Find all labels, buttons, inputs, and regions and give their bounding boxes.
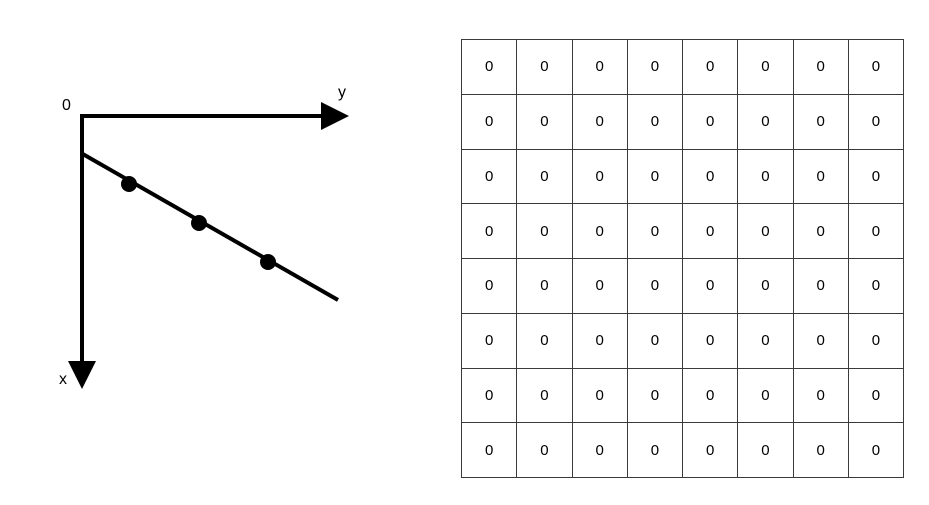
grid-cell: 0 bbox=[460, 258, 518, 314]
grid-cell: 0 bbox=[737, 148, 794, 205]
grid-cell: 0 bbox=[571, 93, 628, 150]
grid-cell: 0 bbox=[460, 148, 518, 205]
axis-diagram-svg bbox=[68, 102, 349, 389]
grid-cell: 0 bbox=[460, 367, 518, 424]
grid-cell: 0 bbox=[626, 312, 684, 369]
grid-cell: 0 bbox=[460, 312, 518, 369]
grid-cell: 0 bbox=[847, 258, 905, 314]
grid-cell: 0 bbox=[626, 203, 684, 259]
grid-cell: 0 bbox=[516, 203, 573, 259]
grid-cell: 0 bbox=[571, 422, 628, 478]
grid-cell: 0 bbox=[681, 148, 739, 205]
grid-cell: 0 bbox=[737, 422, 794, 478]
grid-cell: 0 bbox=[571, 258, 628, 314]
grid-cell: 0 bbox=[737, 367, 794, 424]
grid-cell: 0 bbox=[460, 93, 518, 150]
grid-cell: 0 bbox=[516, 39, 573, 95]
grid-cell: 0 bbox=[571, 203, 628, 259]
grid-cell: 0 bbox=[460, 422, 518, 478]
x-axis-label: x bbox=[59, 371, 67, 388]
data-line bbox=[80, 151, 339, 302]
grid-cell: 0 bbox=[847, 203, 905, 259]
grid-cell: 0 bbox=[460, 39, 518, 95]
grid-cell: 0 bbox=[516, 258, 573, 314]
grid-cell: 0 bbox=[571, 312, 628, 369]
grid-cell: 0 bbox=[792, 422, 849, 478]
y-axis-label: y bbox=[338, 84, 346, 101]
grid-cell: 0 bbox=[681, 93, 739, 150]
data-point bbox=[260, 254, 276, 270]
grid-cell: 0 bbox=[626, 39, 684, 95]
grid-cell: 0 bbox=[847, 367, 905, 424]
grid-cell: 0 bbox=[847, 422, 905, 478]
data-point bbox=[121, 176, 137, 192]
grid-cell: 0 bbox=[737, 39, 794, 95]
grid-cell: 0 bbox=[737, 312, 794, 369]
grid-cell: 0 bbox=[571, 367, 628, 424]
grid-cell: 0 bbox=[792, 39, 849, 95]
grid-cell: 0 bbox=[681, 422, 739, 478]
origin-label: 0 bbox=[62, 97, 71, 114]
data-point bbox=[191, 215, 207, 231]
grid-cell: 0 bbox=[681, 367, 739, 424]
grid-cell: 0 bbox=[681, 312, 739, 369]
grid-cell: 0 bbox=[737, 258, 794, 314]
grid-cell: 0 bbox=[792, 148, 849, 205]
grid-cell: 0 bbox=[792, 312, 849, 369]
grid-cell: 0 bbox=[847, 312, 905, 369]
grid-cell: 0 bbox=[571, 39, 628, 95]
grid-cell: 0 bbox=[516, 93, 573, 150]
grid-cell: 0 bbox=[792, 258, 849, 314]
grid-cell: 0 bbox=[847, 148, 905, 205]
grid-cell: 0 bbox=[516, 312, 573, 369]
grid-cell: 0 bbox=[792, 203, 849, 259]
grid-cell: 0 bbox=[571, 148, 628, 205]
grid-cell: 0 bbox=[516, 422, 573, 478]
grid-cell: 0 bbox=[626, 93, 684, 150]
grid-cell: 0 bbox=[626, 148, 684, 205]
grid-cell: 0 bbox=[792, 367, 849, 424]
grid-cell: 0 bbox=[847, 39, 905, 95]
grid-cell: 0 bbox=[681, 258, 739, 314]
grid-cell: 0 bbox=[626, 367, 684, 424]
grid-cell: 0 bbox=[792, 93, 849, 150]
grid-cell: 0 bbox=[460, 203, 518, 259]
coordinate-axis-diagram: 0 y x bbox=[0, 0, 440, 505]
grid-cell: 0 bbox=[516, 148, 573, 205]
grid-cell: 0 bbox=[626, 422, 684, 478]
grid-cell: 0 bbox=[737, 93, 794, 150]
grid-cell: 0 bbox=[516, 367, 573, 424]
grid-cell: 0 bbox=[847, 93, 905, 150]
grid-cell: 0 bbox=[626, 258, 684, 314]
grid-cell: 0 bbox=[681, 39, 739, 95]
grid-cell: 0 bbox=[737, 203, 794, 259]
grid-cell: 0 bbox=[681, 203, 739, 259]
